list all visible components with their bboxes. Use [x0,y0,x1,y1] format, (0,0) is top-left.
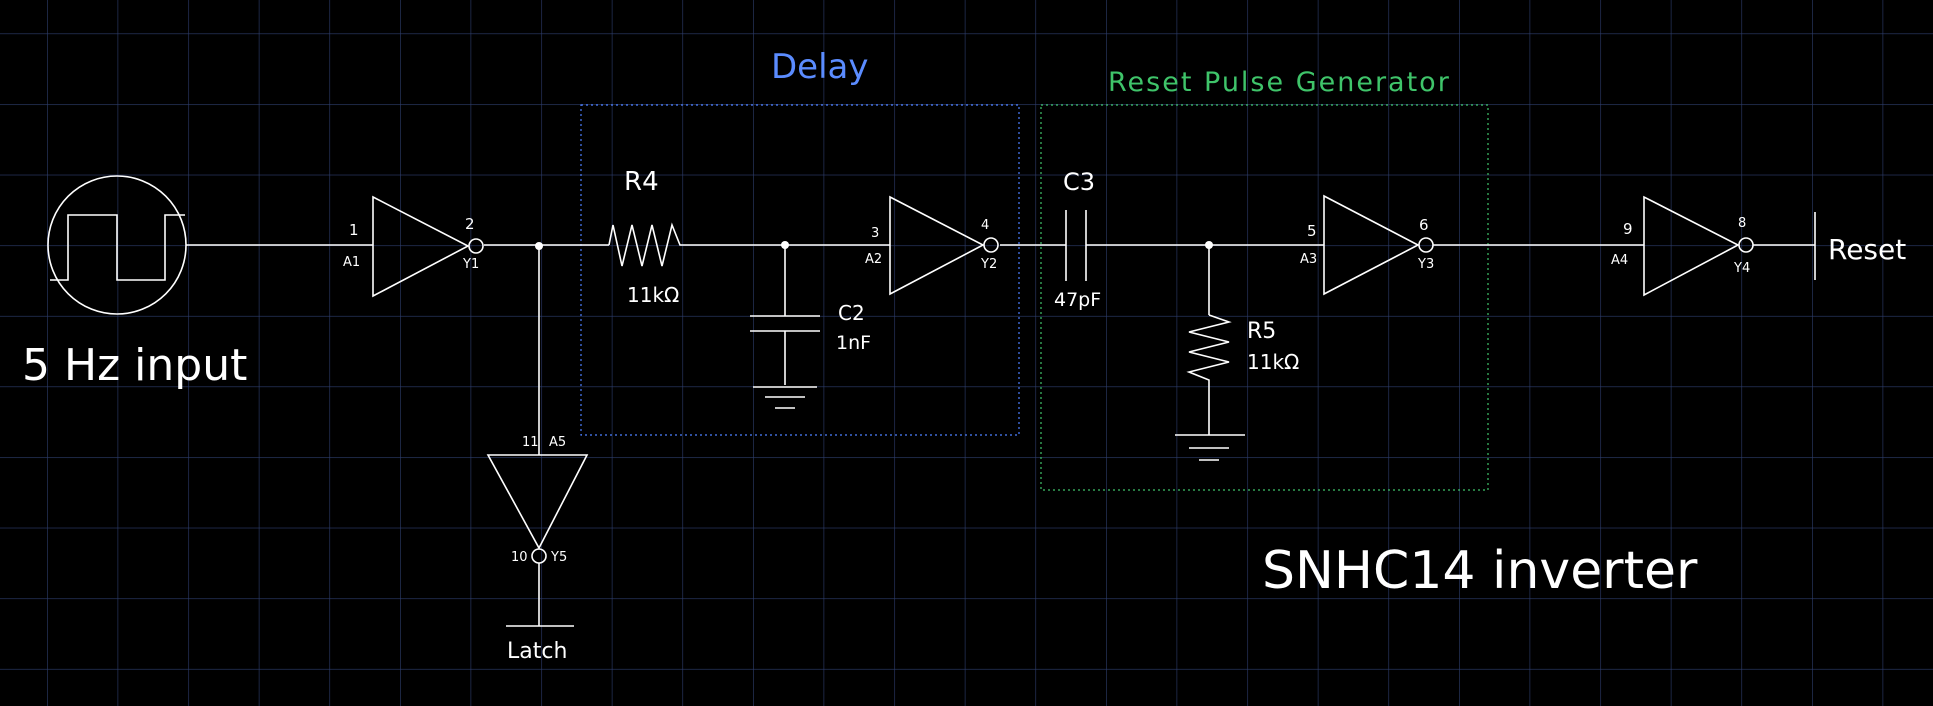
c3-value: 47pF [1054,289,1101,311]
inverter-a1-y1 [372,195,484,298]
r4-value: 11kΩ [627,283,679,307]
source-label: 5 Hz input [22,340,247,391]
inverter-a4-y4 [1643,195,1754,297]
pin-label: Y3 [1417,257,1434,272]
pin-number: 10 [511,550,528,565]
pin-number: 3 [871,226,879,241]
pin-label: A1 [343,255,360,270]
r4-name: R4 [624,167,659,197]
pin-number: 2 [465,215,475,233]
c2-name: C2 [838,301,865,325]
pin-number: 4 [981,218,989,233]
pin-number: 8 [1738,216,1746,231]
chip-label: SNHC14 inverter [1262,541,1698,601]
r5-name: R5 [1247,319,1276,344]
c2-value: 1nF [836,332,871,354]
pin-number: 9 [1623,220,1633,238]
pin-label: A5 [549,435,566,450]
pin-number: 1 [349,221,359,239]
ground-symbol-r5 [1175,434,1245,461]
pin-label: Y4 [1733,261,1750,276]
ground-symbol-c2 [753,386,817,409]
pin-label: A4 [1611,253,1628,268]
pin-number: 6 [1419,216,1429,234]
reset-pulse-block-box [1040,104,1489,491]
pin-label: A3 [1300,252,1317,267]
capacitor-c2 [750,245,820,385]
latch-label: Latch [507,639,567,664]
reset-pulse-block-label: Reset Pulse Generator [1108,67,1451,98]
delay-block-label: Delay [771,47,869,87]
pin-number: 5 [1307,222,1317,240]
capacitor-c3 [1065,210,1087,281]
pin-label: A2 [865,252,882,267]
r5-value: 11kΩ [1247,350,1299,374]
inverter-a3-y3 [1323,194,1434,296]
c3-name: C3 [1063,168,1095,196]
pin-label: Y5 [550,550,567,565]
delay-block-box [580,104,1020,436]
resistor-r4 [608,222,705,267]
resistor-r5 [1186,314,1232,435]
pin-label: Y2 [980,257,997,272]
inverter-a2-y2 [889,195,999,296]
pin-number: 11 [522,435,539,450]
pin-label: Y1 [462,257,479,272]
reset-label: Reset [1828,233,1906,266]
